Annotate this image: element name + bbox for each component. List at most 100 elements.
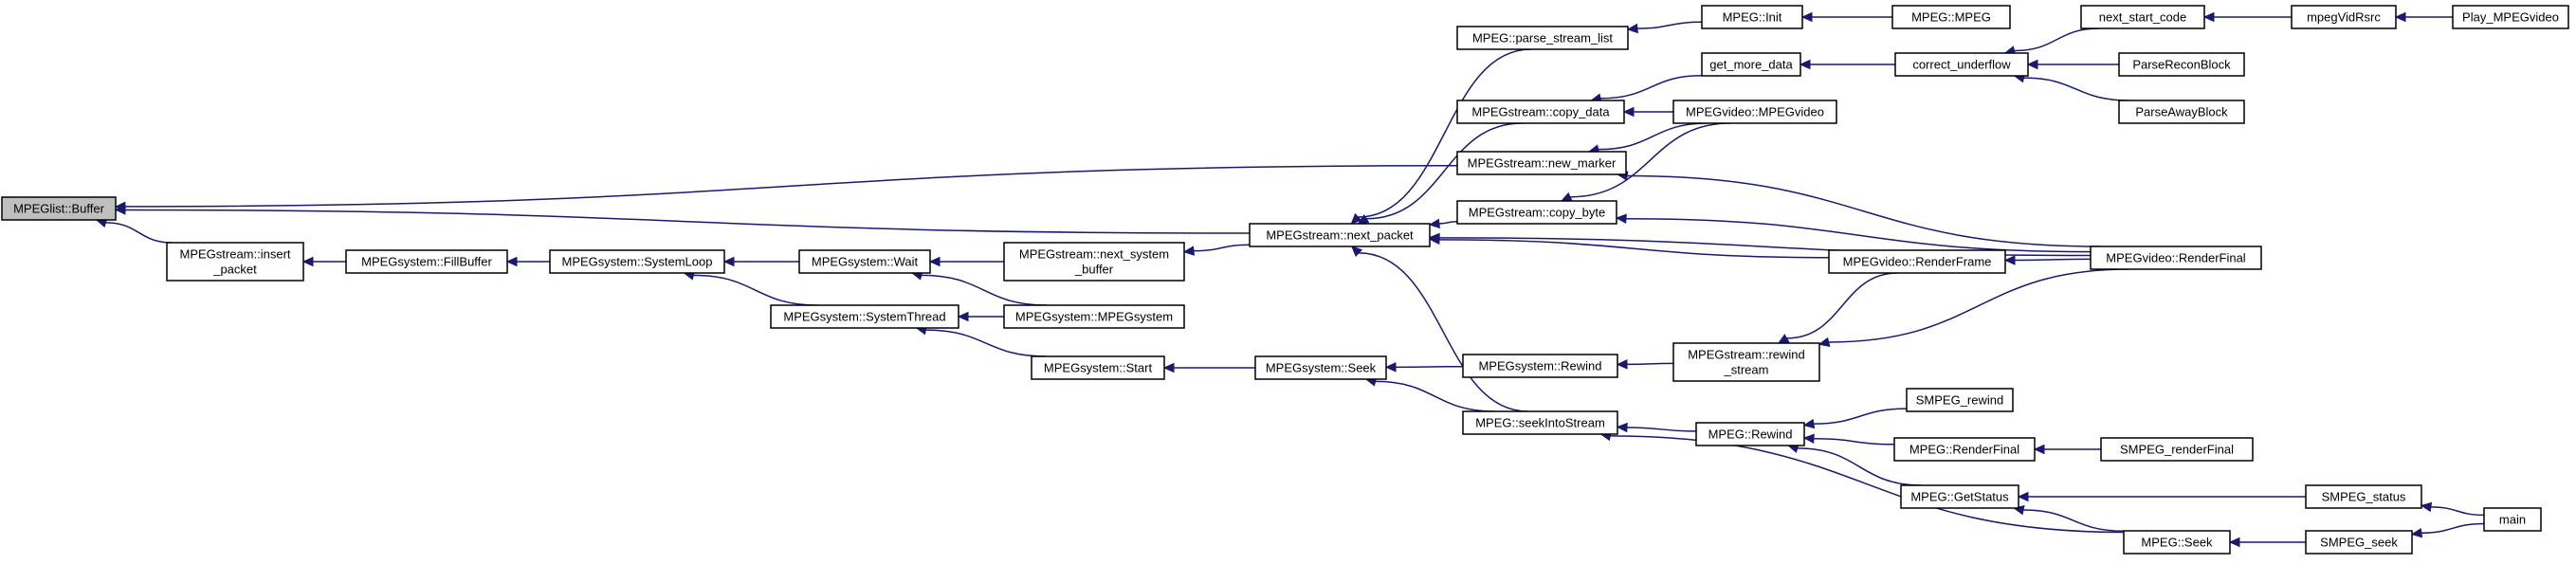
node-smpeg-status[interactable]: SMPEG_status [2305, 484, 2422, 509]
node-start[interactable]: MPEGsystem::Start [1031, 355, 1165, 380]
node-smpeg-rewind[interactable]: SMPEG_rewind [1906, 388, 2014, 412]
node-box [1701, 5, 1803, 29]
node-label: MPEGsystem::Wait [812, 255, 919, 269]
node-box [2100, 437, 2254, 462]
edge-copy-data-to-get-more-data [1590, 74, 1703, 103]
node-mpegvidrsrc[interactable]: mpegVidRsrc [2291, 5, 2397, 29]
node-mpeg-ctor[interactable]: MPEG::MPEG [1891, 5, 2011, 29]
node-label: MPEGvideo::RenderFinal [2106, 251, 2246, 265]
node-box [2305, 484, 2422, 509]
node-box [2118, 100, 2245, 124]
edge-mpeg-rewind-to-smpeg-rewind [1802, 408, 1908, 429]
node-mpeg-renderfinal[interactable]: MPEG::RenderFinal [1893, 437, 2036, 462]
edge-arrowhead [1428, 218, 1441, 229]
node-label: MPEGstream::insert [179, 247, 290, 262]
node-systemthread[interactable]: MPEGsystem::SystemThread [770, 304, 959, 329]
node-parseawayblock[interactable]: ParseAwayBlock [2118, 100, 2245, 124]
node-label: correct_underflow [1912, 58, 2011, 72]
node-label: ParseAwayBlock [2135, 105, 2228, 119]
node-box [1456, 200, 1617, 225]
node-label: _buffer [1074, 263, 1114, 277]
edge-next-packet-to-renderframe [1428, 234, 1830, 259]
edge-arrowhead [1560, 191, 1573, 202]
node-get-more-data[interactable]: get_more_data [1701, 52, 1801, 77]
edge-line [1813, 437, 1895, 446]
node-copy-byte[interactable]: MPEGstream::copy_byte [1456, 200, 1617, 225]
node-parse-stream-list[interactable]: MPEG::parse_stream_list [1456, 26, 1629, 50]
node-main[interactable]: main [2483, 507, 2542, 532]
edge-sys-seek-to-sys-rewind [1384, 362, 1464, 373]
node-next-system-buffer[interactable]: MPEGstream::next_system_buffer [1003, 242, 1185, 282]
node-seekintostream[interactable]: MPEG::seekIntoStream [1462, 410, 1618, 435]
edge-line [1813, 408, 1908, 425]
node-systemloop[interactable]: MPEGsystem::SystemLoop [549, 249, 725, 274]
node-label: MPEGstream::new_marker [1468, 156, 1617, 171]
node-correct-underflow[interactable]: correct_underflow [1894, 52, 2029, 77]
node-mpeg-init[interactable]: MPEG::Init [1701, 5, 1803, 29]
node-label: MPEGsystem::FillBuffer [361, 255, 492, 269]
edge-arrowhead [1802, 418, 1816, 429]
node-label: main [2499, 513, 2526, 527]
node-buffer[interactable]: MPEGlist::Buffer [1, 196, 117, 221]
node-label: Play_MPEGvideo [2462, 10, 2559, 25]
node-label: SMPEG_seek [2320, 536, 2398, 550]
node-box [1462, 410, 1618, 435]
node-mpegvideo-ctor[interactable]: MPEGvideo::MPEGvideo [1672, 100, 1837, 124]
edge-line [2014, 27, 2100, 52]
edge-line [1786, 272, 1898, 339]
edge-getstatus-to-smpeg-status [2017, 491, 2306, 502]
node-mpeg-seek[interactable]: MPEG::Seek [2123, 530, 2231, 555]
edge-arrowhead [1384, 362, 1397, 373]
edge-new-marker-to-mpegvideo-ctor [1587, 122, 1708, 155]
node-label: MPEG::RenderFinal [1909, 443, 2019, 457]
node-box [2080, 5, 2205, 29]
edge-get-more-data-to-correct-underflow [1799, 59, 1895, 70]
node-label: MPEGsystem::MPEGsystem [1015, 310, 1173, 324]
node-smpeg-renderfinal[interactable]: SMPEG_renderFinal [2100, 437, 2254, 462]
node-box [1254, 355, 1387, 380]
node-box [1900, 484, 2019, 509]
node-sys-seek[interactable]: MPEGsystem::Seek [1254, 355, 1387, 380]
node-fillbuffer[interactable]: MPEGsystem::FillBuffer [345, 249, 508, 274]
node-next-packet[interactable]: MPEGstream::next_packet [1249, 223, 1431, 247]
edge-smpeg-status-to-main [2420, 501, 2485, 517]
edge-line [1600, 74, 1703, 100]
node-video-renderfinal[interactable]: MPEGvideo::RenderFinal [2090, 246, 2262, 270]
edge-insert-packet-to-fillbuffer [301, 256, 346, 267]
node-renderframe[interactable]: MPEGvideo::RenderFrame [1828, 249, 2006, 274]
edge-line [1627, 174, 2100, 247]
node-parsereconblock[interactable]: ParseReconBlock [2118, 52, 2245, 77]
node-play-mpegvideo[interactable]: Play_MPEGvideo [2452, 5, 2569, 29]
edge-arrowhead [1350, 246, 1363, 258]
edge-arrowhead [2420, 501, 2433, 513]
node-copy-data[interactable]: MPEGstream::copy_data [1456, 100, 1625, 124]
node-next-start-code[interactable]: next_start_code [2080, 5, 2205, 29]
node-box [549, 249, 725, 274]
edge-line [124, 164, 1458, 208]
node-box [2483, 507, 2542, 532]
node-new-marker[interactable]: MPEGstream::new_marker [1456, 151, 1627, 175]
edge-systemloop-to-wait [722, 256, 799, 267]
node-mpeg-rewind[interactable]: MPEG::Rewind [1695, 422, 1805, 446]
edge-mpeg-seek-to-smpeg-seek [2228, 537, 2307, 548]
node-rewind-stream[interactable]: MPEGstream::rewind_stream [1672, 342, 1820, 382]
node-getstatus[interactable]: MPEG::GetStatus [1900, 484, 2019, 509]
node-label: MPEGstream::next_system [1019, 247, 1169, 262]
edge-arrowhead [1350, 212, 1362, 225]
node-smpeg-seek[interactable]: SMPEG_seek [2305, 530, 2413, 555]
node-box [2090, 246, 2262, 270]
node-insert-packet[interactable]: MPEGstream::insert_packet [166, 242, 304, 282]
edge-arrowhead [957, 311, 969, 322]
edge-buffer-to-new-marker [114, 164, 1458, 212]
node-wait[interactable]: MPEGsystem::Wait [798, 249, 931, 274]
edge-buffer-to-insert-packet [95, 217, 173, 244]
edge-line [105, 222, 173, 244]
edge-line [1626, 427, 1697, 432]
edge-smpeg-seek-to-main [2410, 522, 2485, 538]
edge-parse-stream-list-to-mpeg-init [1626, 21, 1703, 34]
edge-line [1193, 244, 1251, 252]
edge-line [1358, 48, 1531, 218]
node-sys-rewind[interactable]: MPEGsystem::Rewind [1462, 354, 1618, 378]
edge-arrowhead [1615, 213, 1627, 224]
node-mpegsystem-ctor[interactable]: MPEGsystem::MPEGsystem [1003, 304, 1185, 329]
